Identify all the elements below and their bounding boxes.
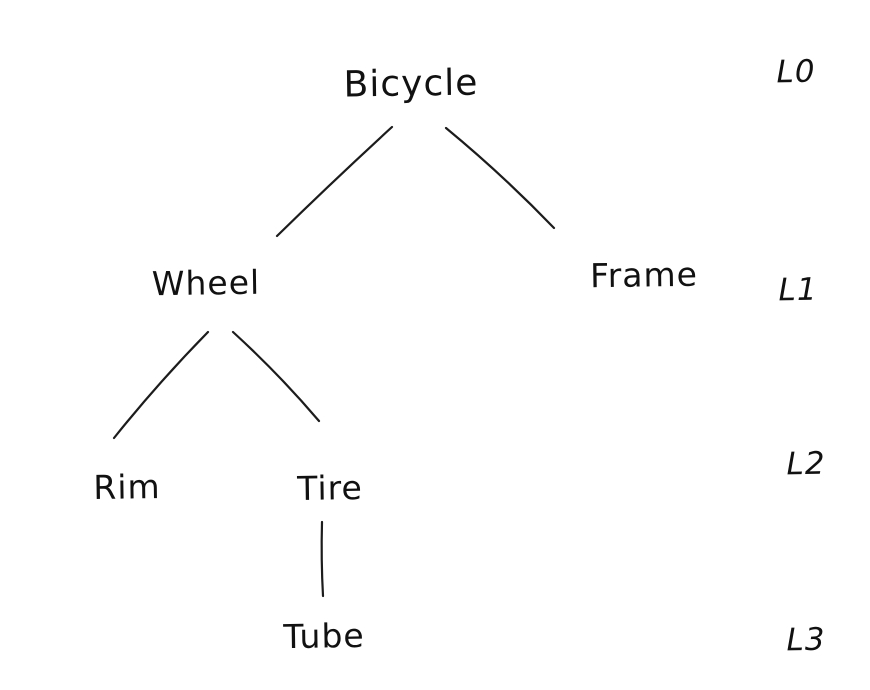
node-wheel: Wheel <box>151 262 261 304</box>
node-rim: Rim <box>93 467 161 507</box>
edge-wheel-tire <box>231 330 321 423</box>
edge-wheel-rim <box>112 330 210 440</box>
node-frame: Frame <box>589 254 699 296</box>
edge-bicycle-wheel <box>275 125 394 238</box>
node-tube: Tube <box>283 615 365 657</box>
node-bicycle: Bicycle <box>343 62 479 106</box>
level-label-l2: L2 <box>786 445 826 483</box>
node-tire: Tire <box>296 468 364 508</box>
edge-tire-tube <box>320 520 325 598</box>
level-label-l1: L1 <box>778 271 818 309</box>
level-label-l0: L0 <box>776 53 816 91</box>
edge-bicycle-frame <box>444 126 556 230</box>
level-label-l3: L3 <box>786 621 826 659</box>
